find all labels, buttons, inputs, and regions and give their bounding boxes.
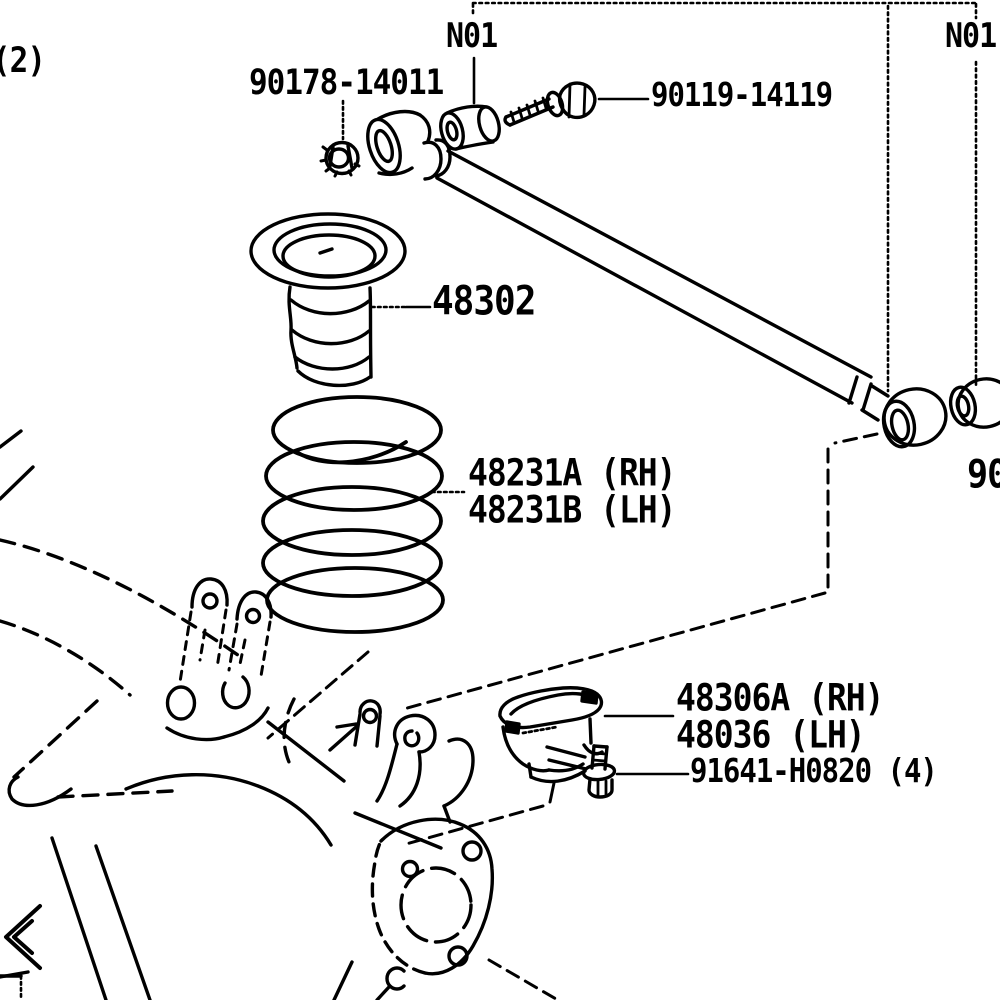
quantity-note: (2) bbox=[0, 40, 46, 81]
top-reference-frame bbox=[471, 1, 978, 393]
lock-nut-drawing bbox=[319, 99, 361, 178]
part-number-48302[interactable]: 48302 bbox=[432, 278, 536, 325]
part-number-48036-lh[interactable]: 48036 (LH) bbox=[676, 712, 866, 757]
lateral-rod-drawing bbox=[366, 109, 948, 449]
part-number-90178-14011[interactable]: 90178-14011 bbox=[249, 62, 444, 103]
coil-spring-drawing bbox=[261, 395, 445, 634]
leader-lines bbox=[370, 97, 690, 776]
part-number-90119-14119[interactable]: 90119-14119 bbox=[651, 75, 833, 114]
spring-bumper-drawing bbox=[249, 212, 407, 388]
rod-bolt-drawing bbox=[503, 81, 597, 127]
spring-seat-drawing bbox=[498, 686, 604, 784]
part-number-48306a-rh[interactable]: 48306A (RH) bbox=[676, 675, 885, 720]
part-number-right-edge-partial[interactable]: 90 bbox=[967, 452, 1000, 498]
rod-bushing-drawing bbox=[439, 104, 501, 151]
seat-bolt-drawing bbox=[581, 744, 617, 799]
part-number-91641-h0820[interactable]: 91641-H0820 (4) bbox=[690, 751, 938, 790]
callout-n01-right[interactable]: N01 bbox=[945, 16, 997, 56]
callout-n01-left[interactable]: N01 bbox=[446, 16, 498, 56]
axle-housing-drawing bbox=[0, 429, 495, 1000]
part-number-48231a-rh[interactable]: 48231A (RH) bbox=[468, 450, 677, 495]
direction-arrow-icon bbox=[4, 904, 42, 970]
right-bushing-drawing bbox=[948, 377, 1000, 429]
part-number-48231b-lh[interactable]: 48231B (LH) bbox=[468, 487, 677, 532]
